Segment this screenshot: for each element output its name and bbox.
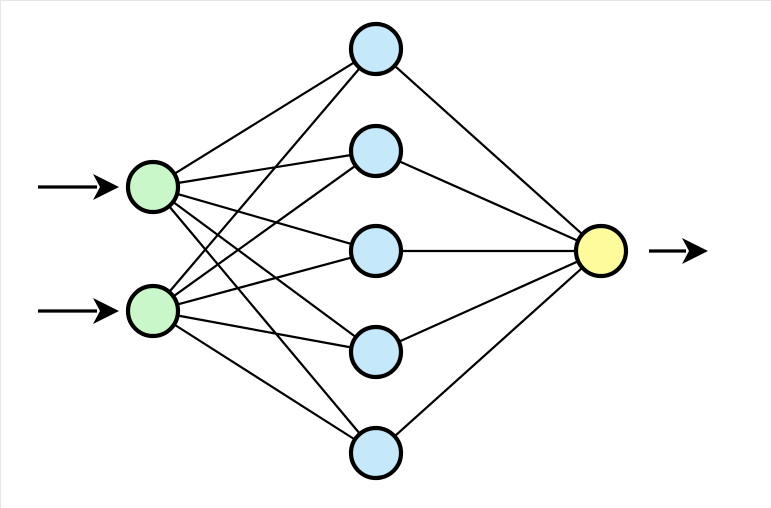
arrow-head-icon	[93, 298, 119, 324]
edge-layer	[166, 60, 585, 442]
arrow-head-icon	[93, 174, 119, 200]
node-h1[interactable]	[348, 21, 404, 77]
io-arrow-layer	[38, 174, 708, 324]
node-h2[interactable]	[348, 123, 404, 179]
edge-h5-o1	[392, 265, 585, 439]
edge-i2-h3	[174, 256, 355, 306]
arrow-head-icon	[682, 238, 708, 264]
output-arrow-out1	[649, 238, 708, 264]
edge-i1-h3	[174, 192, 355, 246]
node-h3[interactable]	[348, 223, 404, 279]
edge-h1-o1	[392, 63, 585, 237]
edge-i1-h4	[170, 199, 359, 340]
node-o1[interactable]	[573, 223, 629, 279]
edge-i2-h4	[175, 314, 354, 349]
node-layer	[125, 21, 629, 481]
edge-h2-o1	[396, 159, 581, 243]
edge-i2-h2	[170, 163, 359, 299]
edge-i2-h5	[171, 322, 358, 442]
edge-h4-o1	[396, 259, 581, 344]
node-h4[interactable]	[348, 324, 404, 380]
edge-i1-h5	[166, 203, 363, 437]
node-i1[interactable]	[125, 159, 181, 215]
edge-i1-h1	[171, 60, 358, 176]
input-arrow-in1	[38, 174, 119, 200]
node-i2[interactable]	[125, 283, 181, 339]
node-h5[interactable]	[348, 425, 404, 481]
input-arrow-in2	[38, 298, 119, 324]
edge-i1-h2	[175, 153, 354, 185]
edge-i2-h1	[167, 65, 362, 295]
